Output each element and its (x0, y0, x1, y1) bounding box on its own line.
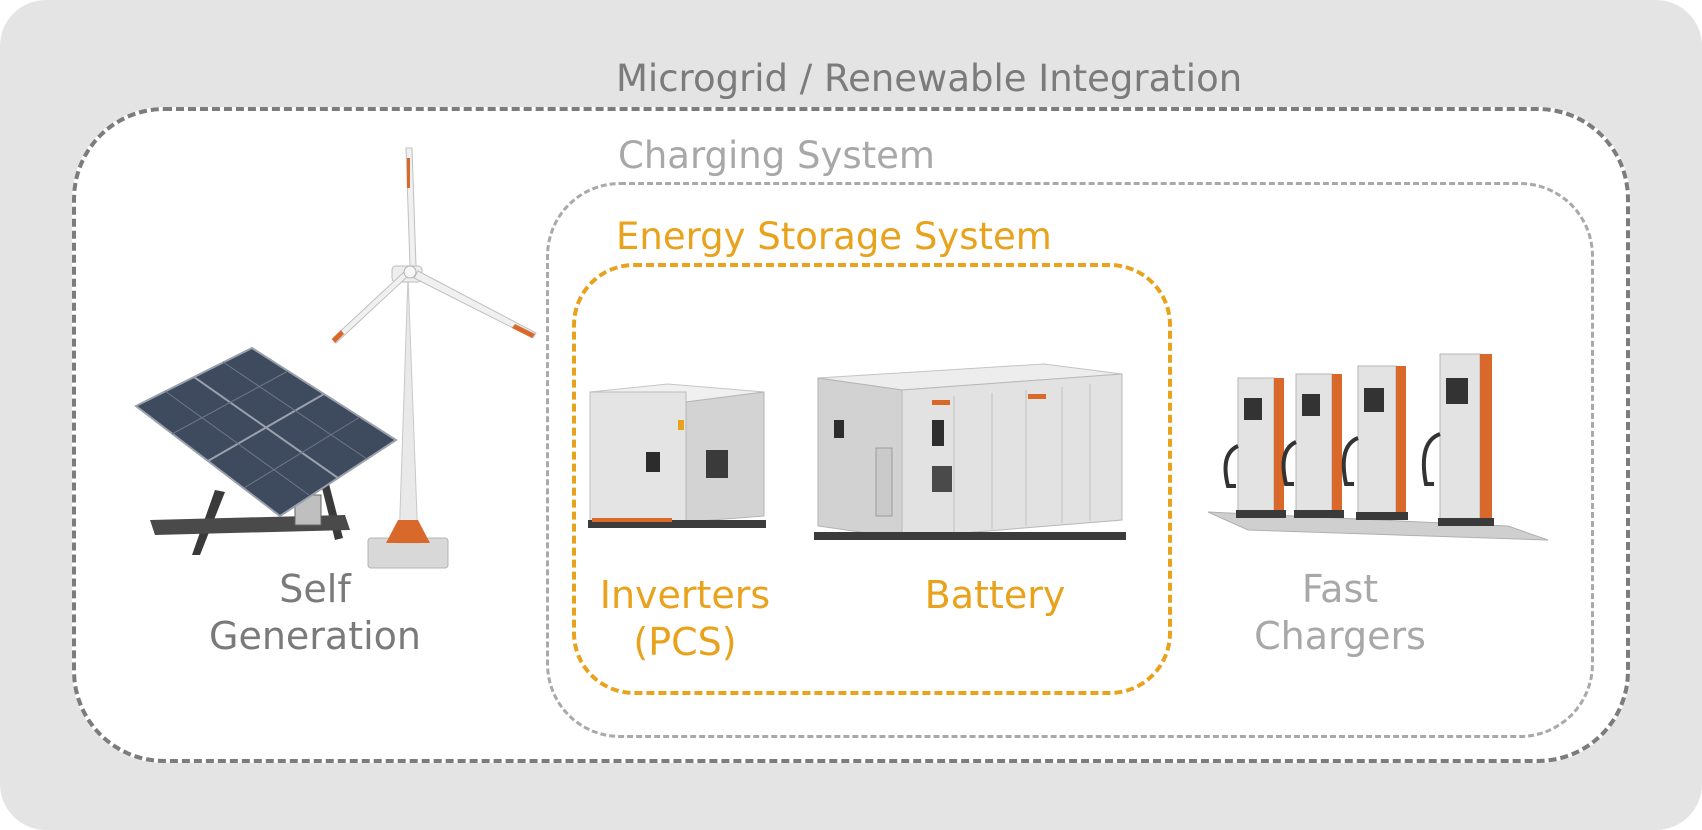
fast-chargers-label-line2: Chargers (1254, 614, 1426, 658)
fast-chargers-label-line1: Fast (1301, 567, 1379, 611)
battery-label: Battery (900, 572, 1090, 619)
charging-system-title: Charging System (618, 134, 935, 177)
inverters-label-line2: (PCS) (633, 620, 737, 664)
battery-label-line1: Battery (924, 573, 1066, 617)
ev-charger-icon (1207, 353, 1549, 541)
energy-storage-system-boundary (572, 263, 1172, 695)
inverter-cabinet-icon (588, 383, 766, 528)
inverters-label: Inverters (PCS) (580, 572, 790, 666)
self-generation-label: Self Generation (180, 566, 450, 660)
inverters-label-line1: Inverters (599, 573, 771, 617)
solar-panel-icon (134, 346, 398, 555)
self-generation-label-line1: Self (279, 567, 351, 611)
wind-turbine-icon (331, 147, 537, 569)
fast-chargers-label: Fast Chargers (1230, 566, 1450, 660)
self-generation-label-line2: Generation (209, 614, 421, 658)
battery-container-icon (814, 363, 1126, 540)
energy-storage-system-title: Energy Storage System (616, 215, 1052, 258)
microgrid-title: Microgrid / Renewable Integration (616, 57, 1243, 100)
